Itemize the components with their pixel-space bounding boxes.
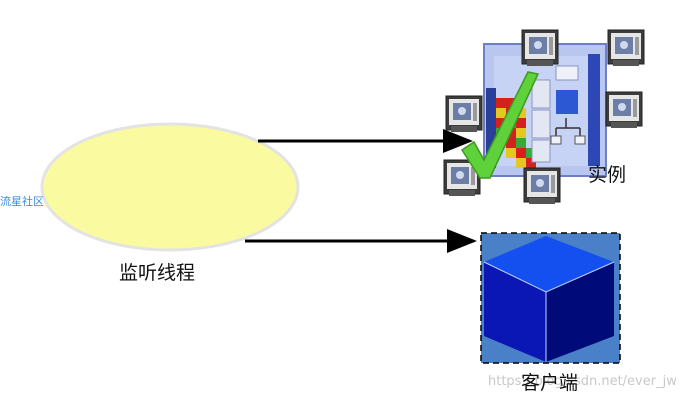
instance-label: 实例 bbox=[588, 164, 627, 186]
checkmark-icon bbox=[460, 71, 540, 179]
listener-thread-ellipse bbox=[40, 122, 300, 252]
watermark-left: 流星社区 bbox=[0, 195, 44, 208]
listener-thread-label: 监听线程 bbox=[119, 262, 196, 284]
client-label: 客户端 bbox=[521, 372, 579, 394]
watermark-right: https://blog.csdn.net/ever_jw bbox=[488, 374, 677, 389]
cube-icon bbox=[480, 232, 621, 364]
